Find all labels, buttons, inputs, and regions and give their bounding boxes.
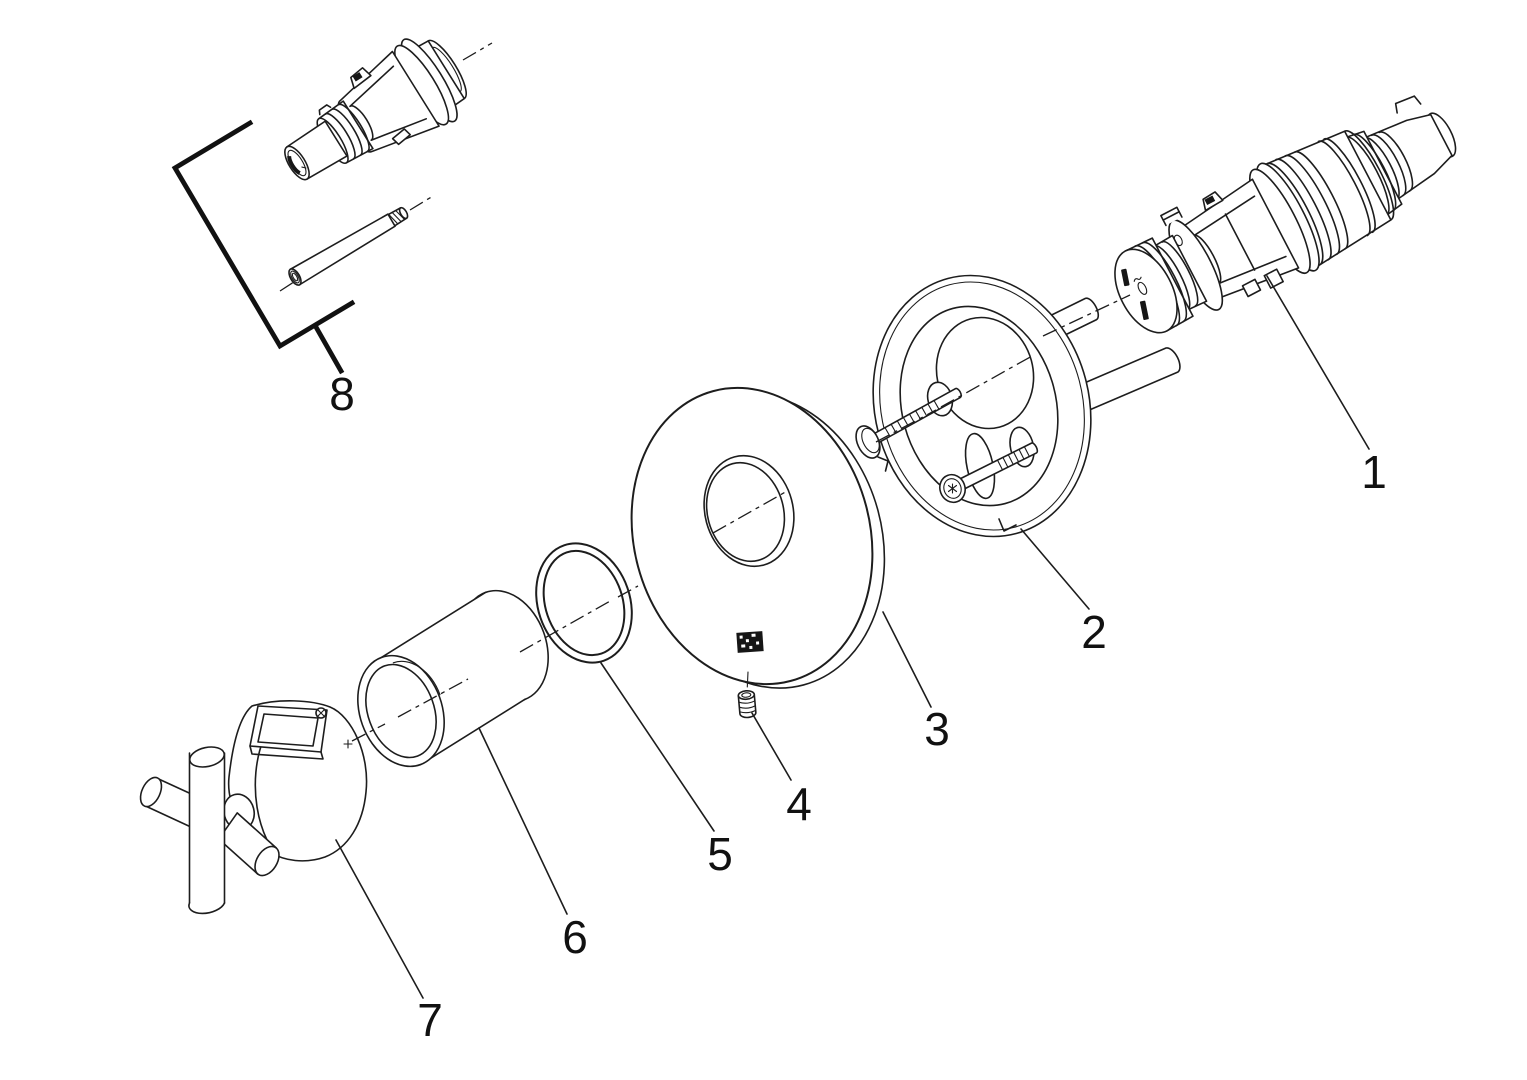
escutcheon-plate (630, 386, 874, 686)
part-labels: 1 2 3 4 5 6 7 8 (329, 368, 1387, 1046)
brand-logo-mark (736, 631, 764, 653)
leader-line-8 (312, 323, 345, 375)
leader-line-5 (600, 662, 715, 832)
escutcheon-center-hole (703, 454, 795, 568)
mounting-screw-upper (855, 387, 963, 459)
leader-line-2 (1020, 528, 1090, 610)
part-2-mounting-ring (855, 274, 1181, 538)
leader-lines (335, 275, 1370, 999)
part-label-4: 4 (786, 778, 812, 830)
part-8-extension-rod (288, 206, 409, 286)
center-axis-lines (279, 42, 1131, 742)
part-label-2: 2 (1081, 606, 1107, 658)
part-6-sleeve (357, 589, 549, 768)
leader-line-1 (1266, 275, 1370, 450)
leader-line-7 (335, 839, 424, 999)
leader-line-6 (478, 727, 568, 915)
handle-arm-vertical (188, 752, 226, 904)
part-1-thermostatic-cartridge (1114, 95, 1457, 334)
leader-line-3 (882, 611, 932, 708)
part-4-set-screw (737, 689, 757, 719)
part-label-5: 5 (707, 828, 733, 880)
part-label-3: 3 (924, 703, 950, 755)
part-label-7: 7 (417, 994, 443, 1046)
leader-line-4 (751, 712, 792, 781)
part-5-o-ring (535, 542, 633, 664)
part-3-escutcheon (630, 386, 886, 689)
mounting-screw-lower (939, 442, 1039, 504)
part-label-8: 8 (329, 368, 355, 420)
part-7-cross-handle (139, 700, 368, 915)
part-8-bracket (171, 119, 356, 375)
cartridge-front-face (1114, 248, 1178, 334)
part-8-cartridge-adapter (284, 38, 467, 181)
part-label-1: 1 (1361, 446, 1387, 498)
ring-outer-edge (872, 274, 1092, 538)
part-label-6: 6 (562, 911, 588, 963)
